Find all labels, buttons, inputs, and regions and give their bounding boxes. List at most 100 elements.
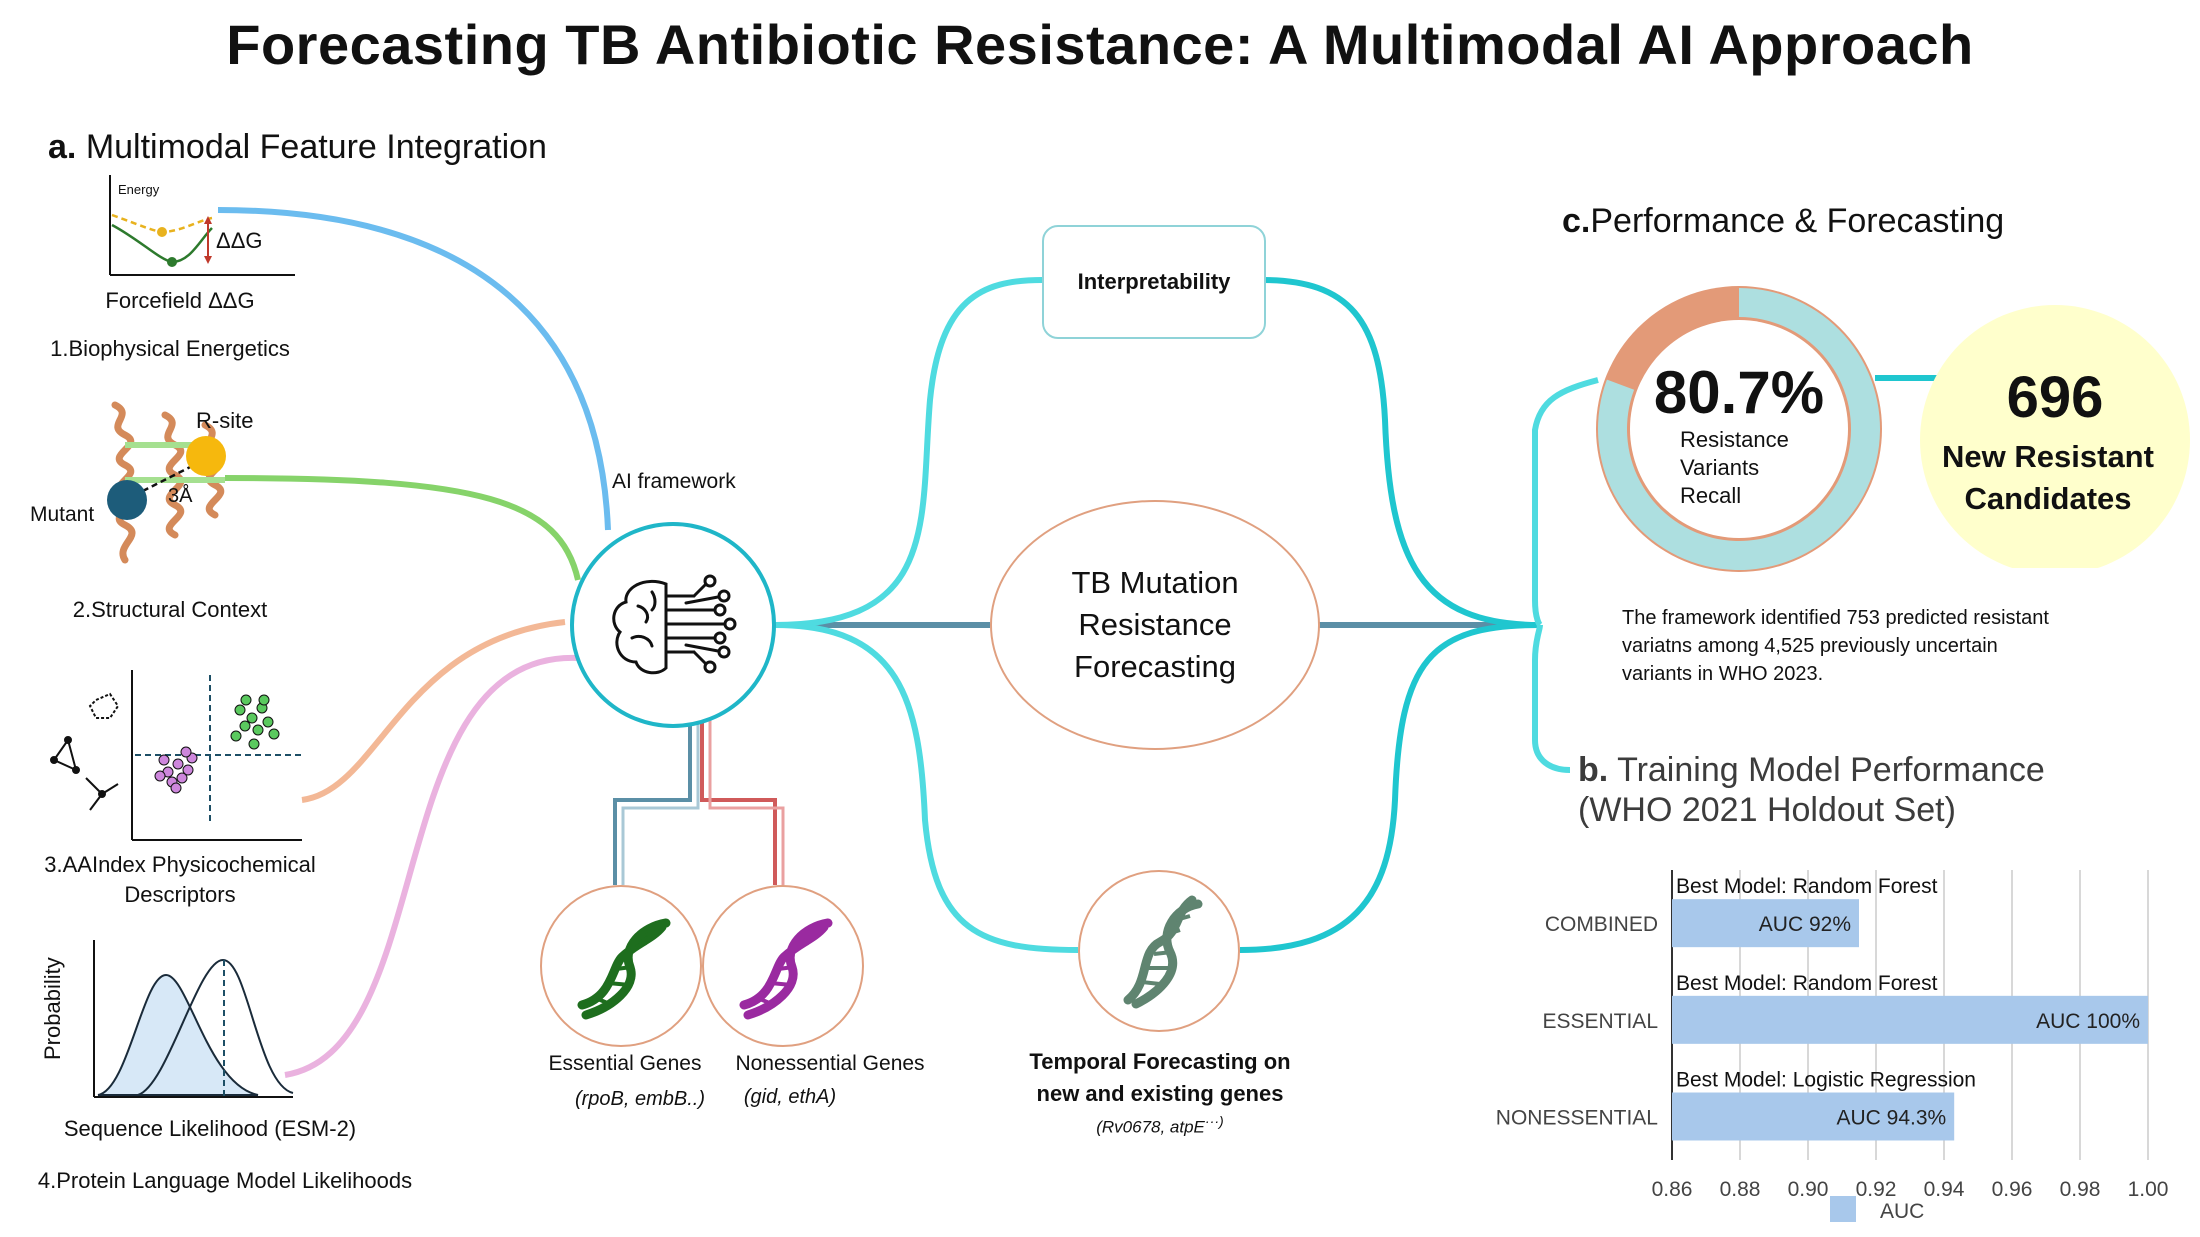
x-tick-label: 0.86 (1652, 1178, 1693, 1201)
section-b-heading: b. Training Model Performance (WHO 2021 … (1578, 750, 2045, 830)
nonessential-genes-label: Nonessential Genes (735, 1052, 925, 1075)
nonessential-genes-examples: (gid, ethA) (743, 1086, 837, 1108)
framework-summary: The framework identified 753 predicted r… (1622, 604, 2049, 688)
training-connector (1532, 624, 1571, 773)
core-forecasting-node[interactable]: TB Mutation Resistance Forecasting (990, 500, 1320, 750)
candidates-bubble (1920, 305, 2190, 575)
bar-combined (1672, 899, 1859, 948)
new-candidates-line-2: Candidates (1964, 481, 2132, 516)
summary-line-2: variatns among 4,525 previously uncertai… (1622, 635, 1998, 657)
r-site-marker (186, 436, 226, 476)
model-label: Best Model: Random Forest (1676, 972, 1938, 995)
section-a-label: Multimodal Feature Integration (85, 128, 547, 166)
mutant-label: Mutant (30, 503, 95, 526)
interpretability-box[interactable]: Interpretability (1042, 225, 1266, 339)
esm2-caption: Sequence Likelihood (ESM-2) (63, 1116, 357, 1141)
x-tick-label: 0.98 (2060, 1178, 2101, 1201)
recall-connector (1532, 377, 1599, 628)
plm-likelihoods-label: 4.Protein Language Model Likelihoods (37, 1168, 413, 1193)
interpretability-left-curve (774, 277, 1043, 628)
recall-line-3: Recall (1680, 483, 1742, 508)
energy-diagram-icon (109, 175, 295, 276)
summary-line-1: The framework identified 753 predicted r… (1622, 607, 2049, 629)
temporal-examples: (Rv0678, atpE···) (1096, 1114, 1224, 1137)
x-tick-label: 1.00 (2128, 1178, 2169, 1201)
category-label: NONESSENTIAL (1496, 1107, 1658, 1130)
ddg-label: ΔΔG (216, 228, 263, 253)
nonessential-branch (700, 720, 777, 885)
bar-value-label: AUC 92% (1759, 913, 1851, 936)
section-c-label: Performance & Forecasting (1590, 202, 2005, 240)
section-b-label-line2: (WHO 2021 Holdout Set) (1578, 791, 1956, 829)
r-site-label: R-site (196, 408, 254, 433)
x-tick-label: 0.96 (1992, 1178, 2033, 1201)
temporal-line-1: Temporal Forecasting on (1029, 1049, 1291, 1074)
model-label: Best Model: Random Forest (1676, 875, 1938, 898)
biophysical-connector (217, 207, 611, 531)
bar-value-label: AUC 100% (2036, 1010, 2140, 1033)
aaindex-label-line1: 3.AAIndex Physicochemical (44, 852, 316, 877)
temporal-line-2: new and existing genes (1036, 1081, 1284, 1106)
section-b-label-line1: Training Model Performance (1617, 751, 2045, 789)
core-line-2: Resistance (1078, 607, 1232, 642)
section-c-heading: c.Performance & Forecasting (1562, 202, 2004, 241)
bar-value-label: AUC 94.3% (1836, 1107, 1946, 1130)
likelihood-distribution-icon (93, 940, 294, 1098)
recall-line-1: Resistance (1680, 427, 1789, 452)
energy-axis-label: Energy (118, 182, 160, 197)
mutant-marker (107, 480, 147, 520)
aaindex-label-line2: Descriptors (124, 882, 236, 907)
dna-purple-icon (739, 918, 833, 1020)
section-b-letter: b. (1578, 751, 1609, 789)
nonessential-genes-node[interactable] (702, 885, 864, 1047)
essential-genes-examples: (rpoB, embB..) (574, 1088, 706, 1110)
ring-inner (1630, 320, 1848, 538)
bar-essential (1672, 995, 2148, 1044)
recall-value: 80.7% (1653, 359, 1825, 426)
interpretability-right-curve (1261, 277, 1541, 628)
section-c-letter: c. (1562, 202, 1591, 240)
category-label: COMBINED (1545, 913, 1658, 936)
x-tick-label: 0.94 (1924, 1178, 1965, 1201)
brain-circuit-icon (612, 574, 737, 675)
legend-label: AUC (1880, 1200, 1924, 1223)
x-tick-label: 0.90 (1788, 1178, 1829, 1201)
model-label: Best Model: Logistic Regression (1676, 1069, 1976, 1092)
bar-nonessential (1672, 1092, 1955, 1141)
essential-branch (613, 720, 692, 885)
dna-green-icon (577, 918, 671, 1020)
aaindex-scatter-icon (50, 670, 305, 841)
core-line-1: TB Mutation (1071, 565, 1239, 600)
structural-connector (224, 475, 581, 581)
distance-label: 3Å (168, 485, 193, 507)
dna-gray-icon (1123, 895, 1203, 1009)
recall-ring (1596, 286, 1882, 572)
plm-connector (284, 654, 579, 1078)
recall-line-2: Variants (1680, 455, 1760, 480)
forcefield-caption: Forcefield ΔΔG (105, 288, 255, 313)
page-title: Forecasting TB Antibiotic Resistance: A … (226, 13, 1974, 76)
section-a-letter: a. (48, 128, 77, 166)
section-a-heading: a. Multimodal Feature Integration (48, 128, 547, 167)
temporal-dna-node[interactable] (1078, 870, 1240, 1032)
auc-bar-chart: 0.86 0.88 0.90 0.92 0.94 0.96 0.98 1.00 COMBINED… (1496, 870, 2169, 1223)
ai-framework-node[interactable] (570, 522, 776, 728)
essential-genes-node[interactable] (540, 885, 702, 1047)
interpretability-label: Interpretability (1077, 269, 1231, 294)
summary-line-3: variants in WHO 2023. (1622, 663, 1824, 685)
ai-framework-label: AI framework (612, 470, 736, 493)
new-candidates-line-1: New Resistant (1942, 439, 2154, 474)
temporal-right-curve (1239, 622, 1541, 953)
biophysical-energetics-label: 1.Biophysical Energetics (50, 336, 290, 361)
category-label: ESSENTIAL (1542, 1010, 1658, 1033)
probability-axis-label: Probability (40, 957, 65, 1060)
legend-swatch (1830, 1196, 1856, 1222)
temporal-left-curve (774, 622, 1079, 953)
core-line-3: Forecasting (1074, 649, 1236, 684)
new-candidates-count: 696 (2006, 365, 2104, 430)
structural-context-label: 2.Structural Context (72, 597, 268, 622)
x-tick-label: 0.88 (1720, 1178, 1761, 1201)
x-tick-label: 0.92 (1856, 1178, 1897, 1201)
essential-genes-label: Essential Genes (548, 1052, 702, 1075)
